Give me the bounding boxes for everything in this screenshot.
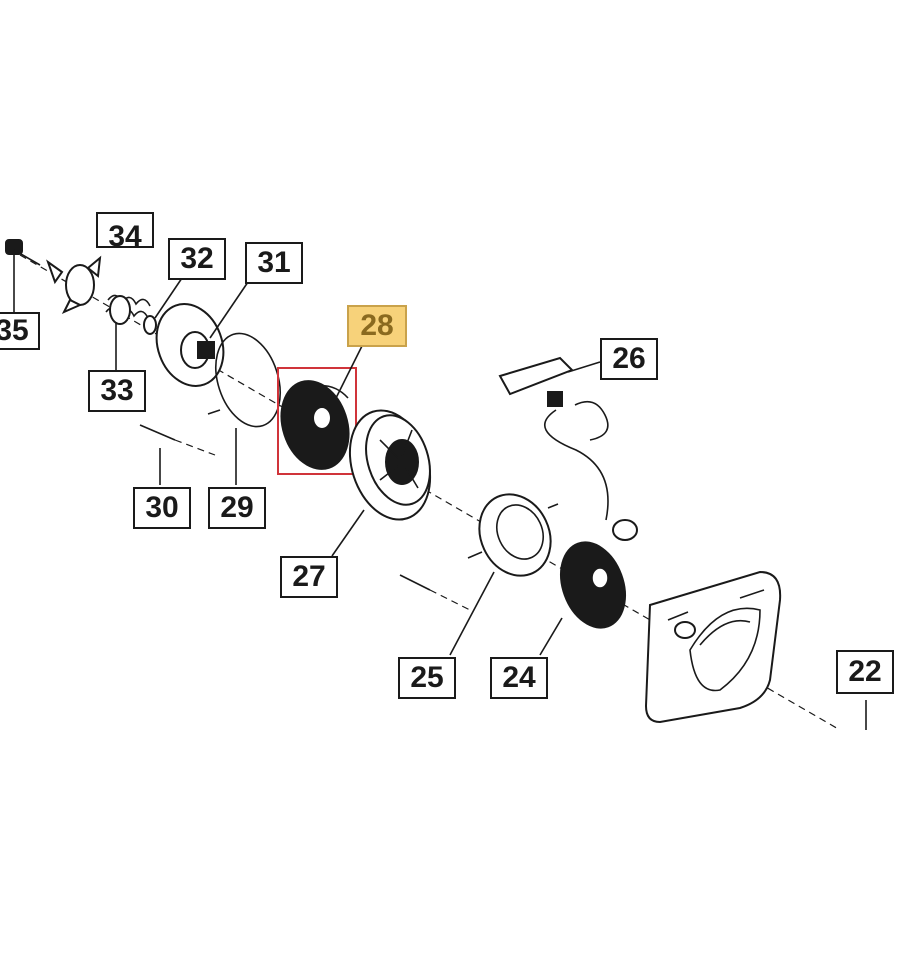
part-label-26: 26: [600, 338, 658, 380]
part-label-28-highlighted: 28: [347, 305, 407, 347]
part-label-33: 33: [88, 370, 146, 412]
spring-33: [105, 294, 151, 325]
washer-32: [143, 315, 157, 335]
screw-35: [5, 239, 41, 266]
spring-ring-29: [207, 332, 281, 428]
part-label-30: 30: [133, 487, 191, 529]
seal-washer-28: [280, 380, 350, 470]
pulley-27: [348, 409, 432, 521]
starter-housing: [644, 570, 782, 724]
part-label-31: 31: [245, 242, 303, 284]
starter-handle-26: [498, 356, 609, 521]
wing-nut-34: [46, 255, 102, 315]
part-label-25: 25: [398, 657, 456, 699]
part-label-29: 29: [208, 487, 266, 529]
part-label-22: 22: [836, 650, 894, 694]
part-label-27: 27: [280, 556, 338, 598]
part-label-34: 34: [96, 212, 154, 248]
spring-cassette-25: [399, 493, 559, 611]
part-label-24: 24: [490, 657, 548, 699]
rope-guide: [612, 519, 638, 541]
leader-lines: [13, 255, 867, 730]
rewind-spring-24: [560, 541, 626, 629]
bolt-30: [139, 424, 216, 456]
part-label-35: 35: [0, 312, 40, 350]
pawl-plate-31: [155, 303, 225, 387]
selection-box: [277, 367, 357, 475]
part-label-32: 32: [168, 238, 226, 280]
